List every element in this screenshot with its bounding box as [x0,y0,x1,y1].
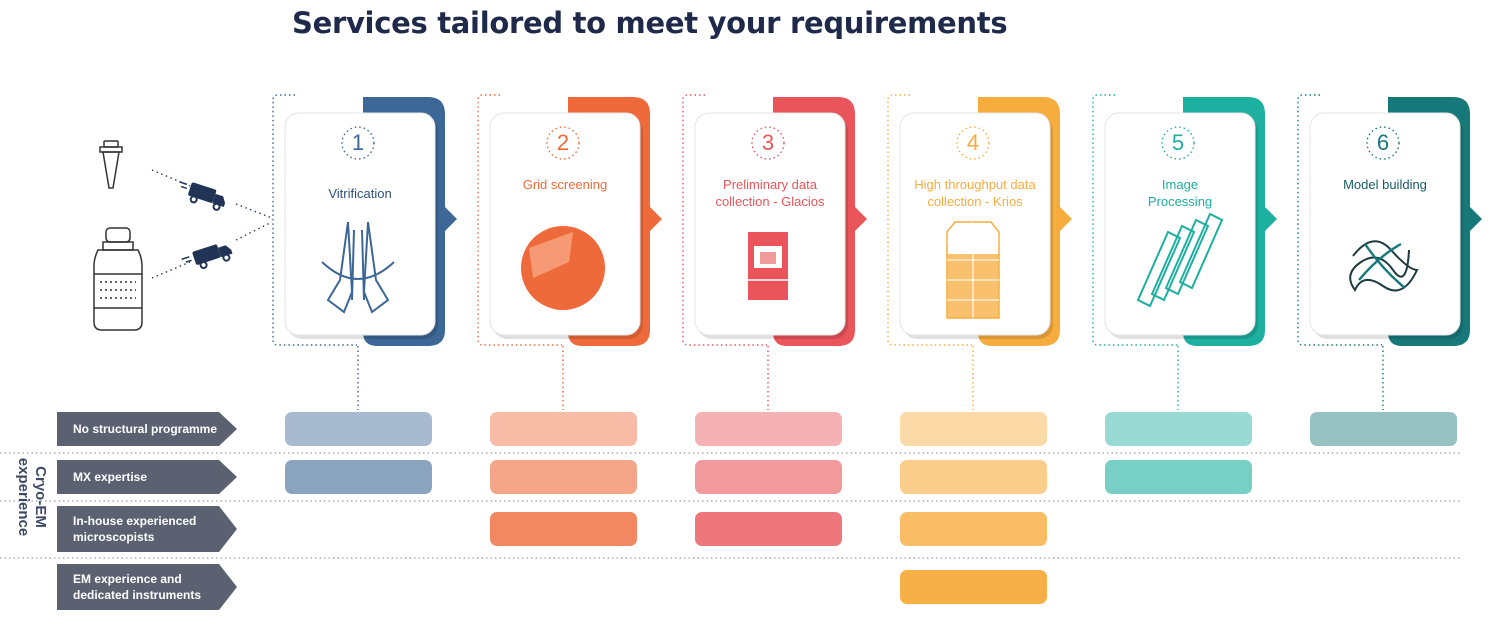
step-label-5: Image Processing [1147,177,1213,209]
step-label-1: Vitrification [328,186,392,201]
service-pill-step-5 [1105,412,1252,446]
vitrification-tweezers-icon [321,221,395,314]
service-pill-step-4 [900,570,1047,604]
step-number-5: 5 [1171,130,1185,155]
image-processing-icon [1136,212,1224,308]
step-card-4 [887,94,1072,410]
service-pill-step-6 [1310,412,1457,446]
service-pill-step-3 [695,512,842,546]
service-pill-step-2 [490,412,637,446]
step-card-5 [1092,94,1277,410]
step-number-4: 4 [966,130,980,155]
service-pill-step-1 [285,460,432,494]
service-pill-step-3 [695,460,842,494]
service-pill-step-4 [900,460,1047,494]
step-label-3: Preliminary data collection - Glacios [715,177,825,209]
step-card-3 [682,94,867,410]
experience-level-label: In-house experienced microscopists [57,506,237,552]
experience-level-label: No structural programme [57,412,237,446]
step-number-3: 3 [761,130,775,155]
step-label-6: Model building [1343,177,1427,192]
experience-axis-label: Cryo-EM experience [15,457,49,537]
service-pill-step-2 [490,512,637,546]
delivery-truck-icon [179,181,233,270]
protein-model-icon [1349,240,1419,292]
service-pill-step-1 [285,412,432,446]
step-number-2: 2 [556,130,570,155]
grid-icon [521,226,605,310]
service-pill-step-4 [900,512,1047,546]
step-label-4: High throughput data collection - Krios [914,177,1036,209]
glacios-microscope-icon [748,232,788,300]
service-pill-step-3 [695,412,842,446]
krios-microscope-icon [946,221,1000,319]
sample-tube-icon [99,140,123,189]
service-pill-step-5 [1105,460,1252,494]
step-number-6: 6 [1376,130,1390,155]
experience-level-label: EM experience and dedicated instruments [57,564,237,610]
experience-level-label: MX expertise [57,460,237,494]
dewar-flask-icon [93,227,143,331]
service-pill-step-2 [490,460,637,494]
page-title: Services tailored to meet your requireme… [292,6,1008,40]
step-card-1 [272,94,457,410]
service-pill-step-4 [900,412,1047,446]
step-card-6 [1297,94,1482,410]
step-number-1: 1 [351,130,365,155]
step-card-2 [477,94,662,410]
step-label-2: Grid screening [522,177,608,192]
